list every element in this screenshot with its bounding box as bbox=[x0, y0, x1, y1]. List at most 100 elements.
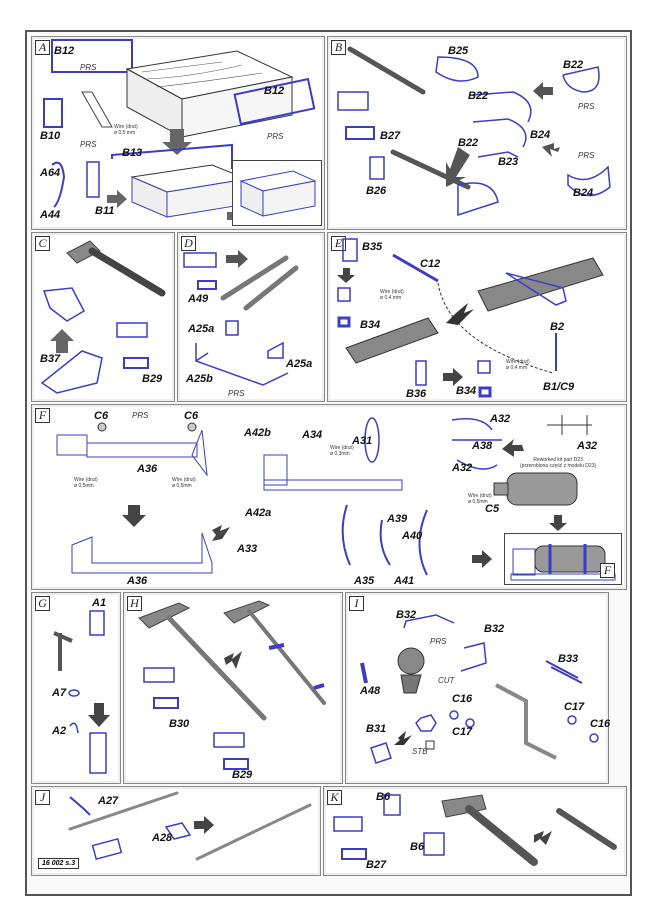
mount-frame bbox=[263, 454, 403, 491]
assembled-clamp bbox=[505, 272, 567, 306]
left-arrow-top bbox=[533, 82, 553, 100]
c16-washer-right bbox=[589, 733, 599, 743]
part-label: A35 bbox=[354, 575, 375, 587]
part-label: B37 bbox=[40, 353, 61, 365]
c6-knob-right bbox=[187, 422, 197, 432]
hinge-block bbox=[337, 287, 351, 302]
instruction-sheet: A bbox=[25, 30, 632, 896]
down-arrow bbox=[337, 268, 355, 283]
b11-part bbox=[86, 161, 100, 198]
tank-nozzle bbox=[493, 482, 509, 496]
panel-h: H B30 B29 bbox=[123, 592, 343, 784]
prs-note: PRS bbox=[430, 637, 447, 646]
right-arrow-2 bbox=[472, 550, 492, 568]
part-label: A34 bbox=[302, 429, 323, 441]
a28-part bbox=[164, 822, 192, 840]
b36-part bbox=[415, 360, 427, 386]
part-label: B11 bbox=[95, 205, 115, 217]
b30-bracket bbox=[143, 667, 175, 683]
wire-note: Wire (drut) ø 0,5mm bbox=[468, 493, 492, 505]
a49-base bbox=[197, 280, 217, 290]
a25a-left bbox=[225, 320, 239, 336]
down-arrow-2 bbox=[549, 515, 567, 531]
part-label: B22 bbox=[563, 59, 584, 71]
a1-bracket bbox=[89, 610, 105, 636]
right-arrow bbox=[194, 816, 214, 834]
part-label: A39 bbox=[387, 513, 408, 525]
a48-bosch-badge bbox=[360, 662, 368, 684]
diagonal-arrow bbox=[446, 147, 470, 187]
panel-f: F F bbox=[31, 404, 627, 590]
part-label: B25 bbox=[448, 45, 469, 57]
part-label: A1 bbox=[92, 597, 107, 609]
b26-part bbox=[369, 156, 385, 180]
part-label: A33 bbox=[237, 543, 258, 555]
panel-j-label: J bbox=[35, 790, 50, 805]
tool-handle bbox=[88, 247, 166, 297]
a25b-mount bbox=[195, 343, 289, 386]
a48-light-body bbox=[397, 647, 425, 675]
b10-part bbox=[43, 98, 63, 128]
panel-k: K B6 B6 B27 bbox=[323, 786, 627, 876]
b33-part bbox=[545, 660, 583, 684]
a32-a38-straps bbox=[451, 418, 502, 470]
a32-detail bbox=[547, 415, 592, 435]
prs-note: PRS bbox=[80, 140, 97, 149]
panel-f-result-inset: F bbox=[504, 533, 622, 585]
wire-note: Wire (drut) ø 0,4 mm bbox=[380, 289, 404, 301]
wire-note: Wire (drut) ø 0,3mm bbox=[330, 445, 354, 457]
panel-e-drawing bbox=[337, 238, 604, 398]
tank-cylinder bbox=[506, 472, 578, 506]
part-label: B35 bbox=[362, 241, 383, 253]
a2-part bbox=[69, 722, 79, 734]
part-label: A31 bbox=[352, 435, 373, 447]
part-label: B6 bbox=[410, 841, 425, 853]
a7-washer bbox=[68, 689, 80, 697]
panel-e: E B35 C12 B34 B2 B36 B34 B1/C9 Wire (dru… bbox=[327, 232, 627, 402]
prs-note: PRS bbox=[132, 411, 149, 420]
part-label: B33 bbox=[558, 653, 579, 665]
part-label: B2 bbox=[550, 321, 565, 333]
a36-side-plate bbox=[56, 434, 88, 456]
part-label: A49 bbox=[188, 293, 209, 305]
part-label: A25a bbox=[286, 358, 313, 370]
part-label: C16 bbox=[590, 718, 611, 730]
part-label: A32 bbox=[577, 440, 598, 452]
right-arrow bbox=[224, 651, 242, 669]
panel-g-drawing bbox=[53, 610, 110, 774]
b12-frame-left bbox=[51, 39, 133, 73]
a25a-right bbox=[267, 341, 284, 359]
diag-arrow bbox=[502, 439, 524, 457]
b27-bracket-top bbox=[337, 91, 369, 111]
wire-note: Wire (drut) ø 0,5 mm bbox=[114, 124, 138, 136]
panel-k-label: K bbox=[327, 790, 342, 805]
panel-b-label: B bbox=[331, 40, 346, 55]
wire-loop bbox=[81, 91, 113, 128]
b25-plate bbox=[435, 56, 479, 82]
panel-i: I B32 B32 A48 B33 C16 C17 C17 C16 B31 PR… bbox=[345, 592, 611, 784]
panel-j: J A27 A28 16 002 s.3 bbox=[31, 786, 321, 876]
part-label: B31 bbox=[366, 723, 387, 735]
prs-note: PRS bbox=[578, 102, 595, 111]
c16-washer bbox=[449, 710, 459, 720]
panel-i-label: I bbox=[349, 596, 364, 611]
part-label: B23 bbox=[498, 156, 519, 168]
page-code: 16 002 s.3 bbox=[38, 858, 80, 869]
right-arrow bbox=[443, 368, 463, 386]
wood-block-bottom bbox=[130, 164, 249, 218]
reworked-part-note: Reworked kit part D23 (przerobiona część… bbox=[520, 457, 597, 469]
prs-note: PRS bbox=[267, 132, 284, 141]
stb-part bbox=[425, 740, 435, 750]
bracket-part bbox=[91, 837, 123, 861]
b29-base bbox=[123, 357, 149, 369]
part-label: A32 bbox=[490, 413, 511, 425]
hammer-handle bbox=[465, 805, 538, 866]
panel-b: B B25 B22 B22 B22 B27 B24 B23 B26 B24 PR… bbox=[327, 36, 627, 230]
part-label: C17 bbox=[564, 701, 585, 713]
part-label: B29 bbox=[232, 769, 253, 781]
b6-part-top bbox=[383, 794, 401, 816]
right-arrow bbox=[226, 250, 248, 268]
bracket-part bbox=[116, 322, 148, 338]
straps-a39-a41 bbox=[341, 504, 428, 576]
part-label: B12 bbox=[264, 85, 285, 97]
